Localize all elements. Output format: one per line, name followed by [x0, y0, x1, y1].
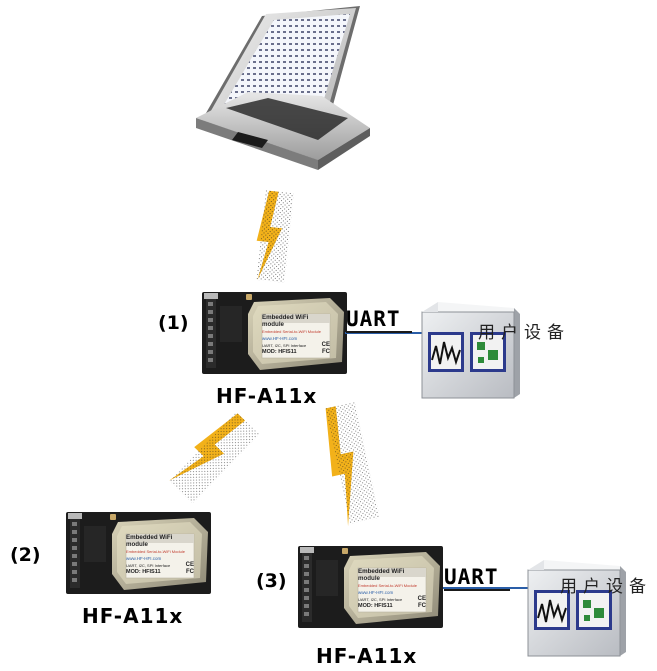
- uart-underline: [444, 589, 510, 591]
- module-label: Embedded WiFi module Embedded Serial-to-…: [358, 568, 426, 610]
- module-label-title: Embedded WiFi module: [262, 314, 309, 328]
- node-index-1: (1): [158, 312, 189, 334]
- fc-mark: FC: [322, 349, 330, 355]
- wireless-link-laptop-to-1: [252, 190, 294, 283]
- module-label-url: www.HF-HFI.com: [358, 590, 394, 595]
- module-label-interfaces: UART, I2C, SPI Interface: [262, 343, 307, 348]
- ce-mark: CE: [417, 596, 426, 602]
- fc-mark: FC: [418, 603, 426, 609]
- module-label: Embedded WiFi module Embedded Serial-to-…: [126, 534, 194, 576]
- module-label-mod: MOD: HFIS11: [126, 569, 161, 575]
- laptop-icon: [196, 6, 370, 170]
- module-label-url: www.HF-HFI.com: [262, 336, 298, 341]
- user-device-icon: [421, 301, 521, 399]
- module-label-mod: MOD: HFIS11: [262, 349, 297, 355]
- uart-label-3: UART: [444, 565, 499, 589]
- module-label-subtitle: Embedded Serial-to-WiFi Module: [126, 549, 185, 554]
- wireless-link-1-to-3: [318, 402, 380, 528]
- node-model-3: HF-A11x: [316, 644, 418, 668]
- fc-mark: FC: [186, 569, 194, 575]
- node-model-2: HF-A11x: [82, 604, 184, 628]
- uart-label-1: UART: [346, 307, 401, 331]
- uart-underline: [346, 331, 412, 333]
- module-label: Embedded WiFi module Embedded Serial-to-…: [262, 314, 330, 356]
- module-label-mod: MOD: HFIS11: [358, 603, 393, 609]
- module-label-interfaces: UART, I2C, SPI Interface: [358, 597, 403, 602]
- module-label-subtitle: Embedded Serial-to-WiFi Module: [358, 583, 417, 588]
- user-device-label-3: 用户设备: [560, 577, 652, 597]
- wireless-link-1-to-2: [165, 408, 260, 504]
- node-model-1: HF-A11x: [216, 384, 318, 408]
- ce-mark: CE: [321, 342, 330, 348]
- module-label-subtitle: Embedded Serial-to-WiFi Module: [262, 329, 321, 334]
- module-label-title: Embedded WiFi module: [126, 534, 173, 548]
- node-index-3: (3): [256, 570, 287, 592]
- module-label-interfaces: UART, I2C, SPI Interface: [126, 563, 171, 568]
- module-label-url: www.HF-HFI.com: [126, 556, 162, 561]
- ce-mark: CE: [185, 562, 194, 568]
- node-index-2: (2): [10, 544, 41, 566]
- user-device-label-1: 用户设备: [478, 323, 570, 343]
- module-label-title: Embedded WiFi module: [358, 568, 405, 582]
